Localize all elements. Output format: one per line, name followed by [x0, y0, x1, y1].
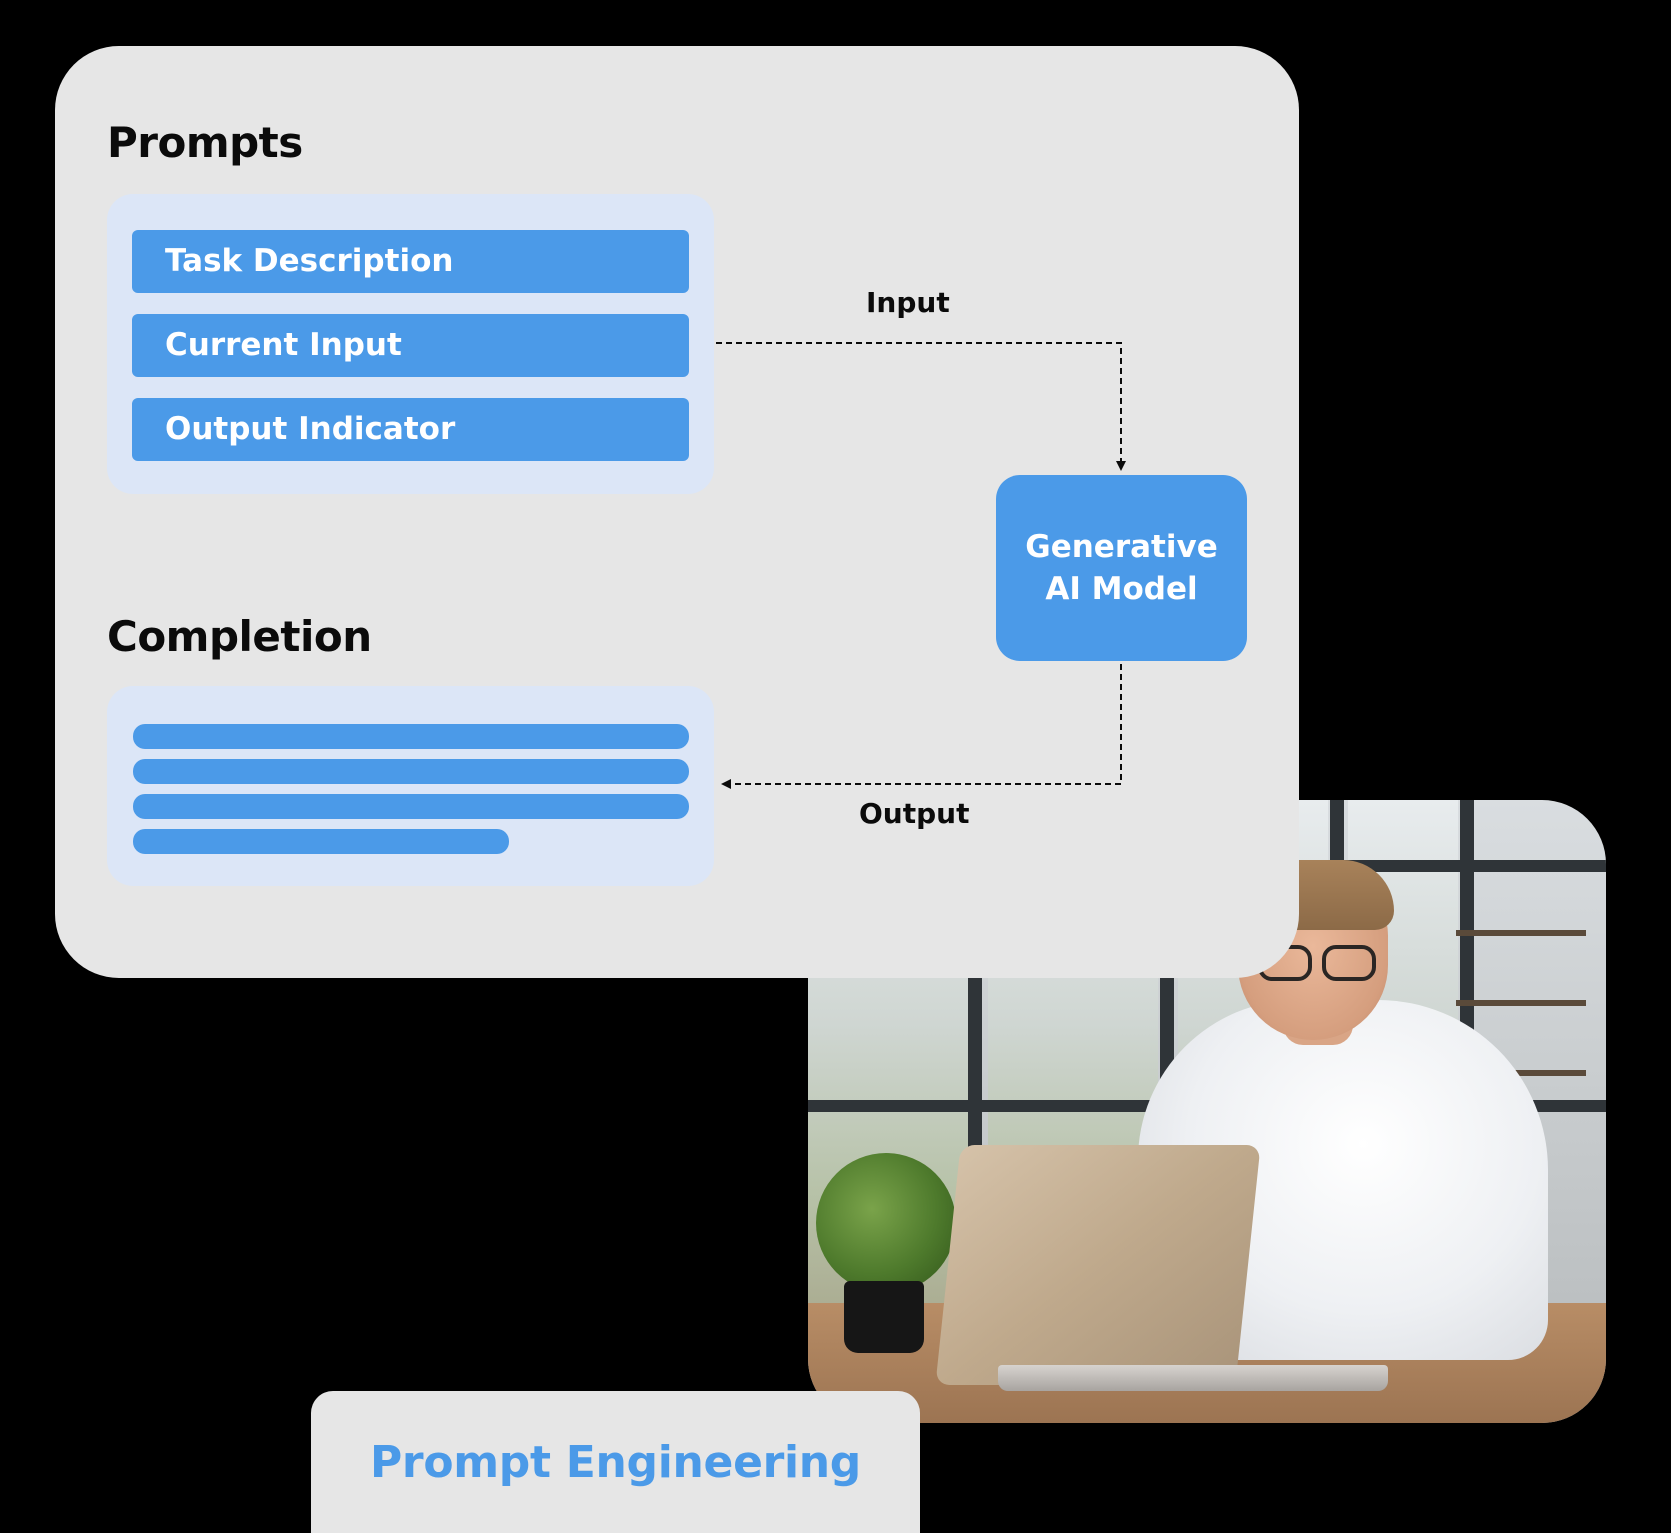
plant-pot: [844, 1281, 924, 1353]
shelf: [1456, 1070, 1586, 1076]
prompt-item-task-description: Task Description: [132, 230, 689, 293]
prompt-item-output-indicator: Output Indicator: [132, 398, 689, 461]
completion-text-line: [133, 724, 689, 749]
flow-arrows: [716, 342, 1126, 789]
prompts-title: Prompts: [107, 118, 303, 167]
output-arrow: [721, 664, 1122, 789]
output-label: Output: [859, 797, 970, 830]
completion-text-line: [133, 794, 689, 819]
generative-ai-model-box: Generative AI Model: [996, 475, 1247, 661]
laptop: [935, 1145, 1261, 1385]
completion-text-line: [133, 829, 509, 854]
completion-panel: [107, 686, 714, 886]
model-label-line1: Generative: [1025, 529, 1218, 565]
shelf: [1456, 1000, 1586, 1006]
prompt-item-current-input: Current Input: [132, 314, 689, 377]
input-arrow: [716, 342, 1126, 471]
shelf: [1456, 930, 1586, 936]
model-label-line2: AI Model: [1045, 571, 1198, 607]
completion-text-line: [133, 759, 689, 784]
diagram-card: Prompts Task Description Current Input O…: [55, 46, 1299, 978]
input-label: Input: [866, 286, 950, 319]
completion-title: Completion: [107, 612, 372, 661]
plant: [816, 1153, 956, 1293]
prompt-engineering-label: Prompt Engineering: [311, 1391, 920, 1533]
laptop-base: [998, 1365, 1388, 1391]
prompts-panel: Task Description Current Input Output In…: [107, 194, 714, 494]
